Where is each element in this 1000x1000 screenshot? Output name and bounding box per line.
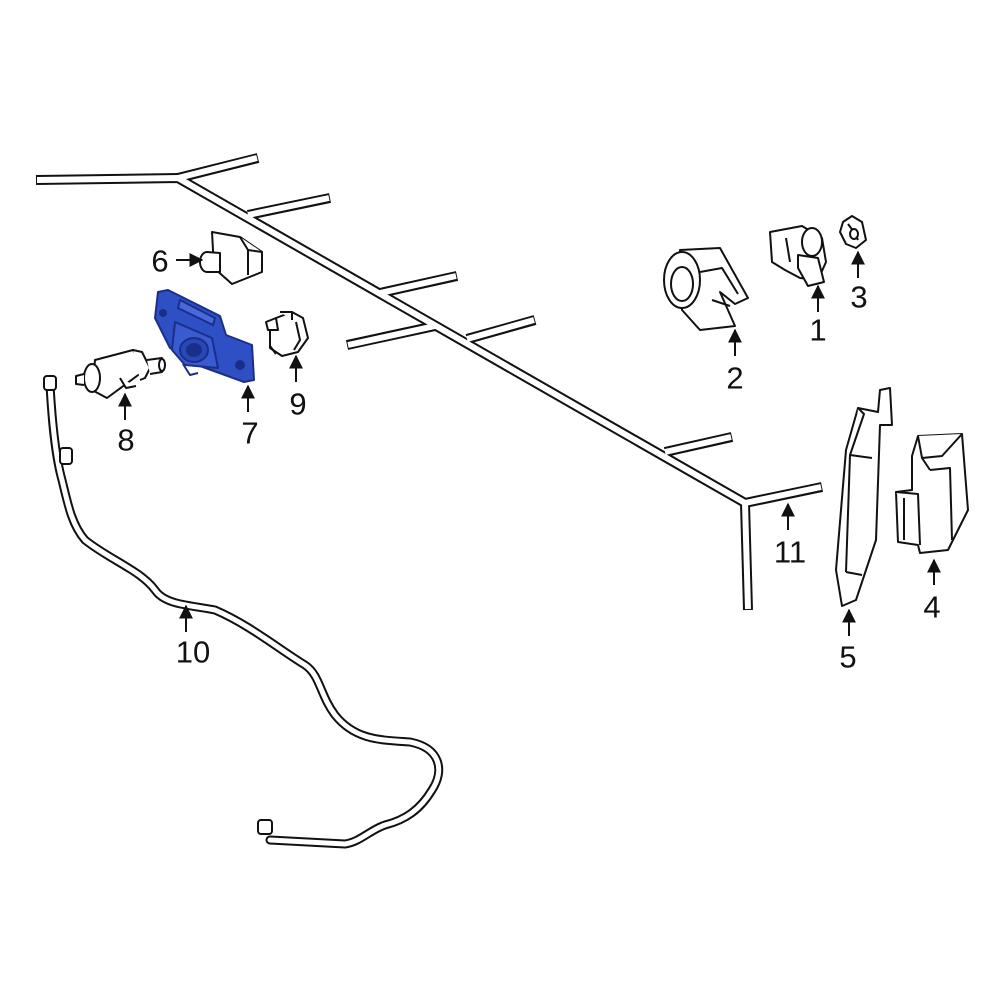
callout-1: 1	[809, 312, 827, 348]
callout-6: 6	[151, 243, 169, 279]
actuator-7-highlighted	[154, 289, 255, 383]
clip-3	[839, 215, 867, 249]
plug-6	[199, 231, 263, 285]
callout-7: 7	[241, 415, 259, 451]
callout-3: 3	[850, 279, 868, 315]
grommet-9	[265, 311, 309, 357]
leader-arrows	[118, 250, 941, 636]
wiring-harness-11	[35, 153, 824, 611]
callout-9: 9	[289, 386, 307, 422]
sensor-1	[769, 225, 827, 287]
callout-8: 8	[117, 422, 135, 458]
callout-11: 11	[773, 534, 807, 570]
callout-2: 2	[726, 360, 744, 396]
module-4	[895, 433, 969, 554]
valve-8	[75, 349, 166, 399]
callout-4: 4	[923, 589, 941, 625]
callout-10: 10	[175, 634, 211, 670]
bracket-5	[835, 387, 893, 607]
callout-5: 5	[839, 639, 857, 675]
hose-10	[43, 375, 444, 849]
sensor-2	[663, 247, 749, 331]
